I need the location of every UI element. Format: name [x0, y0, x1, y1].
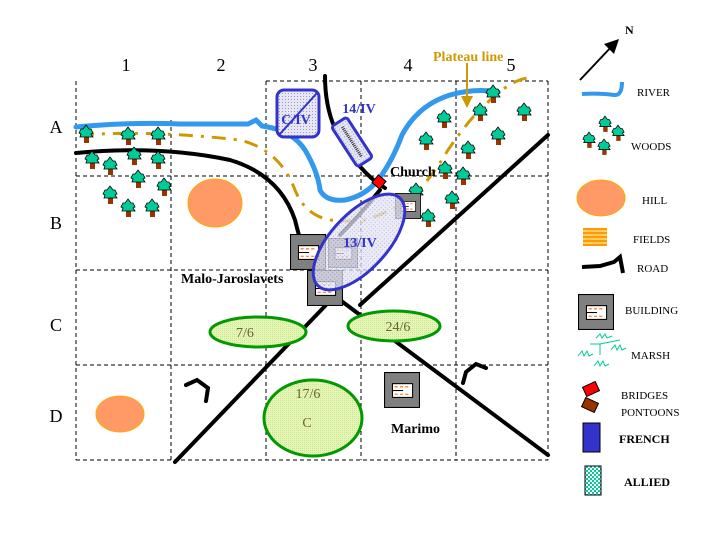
column-labels: 1 2 3 4 5 — [122, 55, 516, 75]
river — [73, 88, 501, 203]
legend-bridge-icon — [581, 380, 601, 398]
svg-text:C/IV: C/IV — [281, 113, 311, 128]
church-label: Church — [390, 165, 436, 180]
hill — [95, 395, 145, 433]
row-label: A — [50, 117, 63, 137]
legend-label: BUILDING — [625, 305, 678, 317]
north-arrow-icon — [579, 44, 614, 81]
plateau-arrowhead-icon — [461, 96, 473, 108]
bridge-icon — [371, 174, 387, 190]
french-unit-13iv[interactable]: 13/IV — [298, 179, 421, 305]
column-label: 5 — [507, 55, 516, 75]
legend-label: BRIDGES — [621, 390, 668, 402]
legend-road-icon — [581, 253, 625, 274]
legend-label: HILL — [642, 195, 667, 207]
svg-text:24/6: 24/6 — [386, 320, 411, 335]
french-unit-14iv[interactable]: 14/IV — [331, 102, 376, 168]
legend-building-icon — [578, 294, 614, 330]
hill — [187, 178, 243, 228]
north-label: N — [625, 23, 634, 37]
svg-text:14/IV: 14/IV — [342, 102, 375, 117]
legend-pontoon-icon — [580, 396, 600, 414]
allied-unit-17-6[interactable]: 17/6 C — [262, 378, 364, 458]
legend-marsh-icon — [577, 333, 627, 368]
legend-woods-icon — [582, 115, 625, 156]
legend-label: FRENCH — [619, 432, 670, 446]
legend-allied-icon — [584, 465, 602, 496]
legend-label: ALLIED — [624, 475, 670, 489]
column-label: 3 — [309, 55, 318, 75]
legend-label: WOODS — [631, 141, 671, 153]
allied-unit-24-6[interactable]: 24/6 — [346, 309, 442, 343]
column-label: 2 — [217, 55, 226, 75]
plateau-line — [79, 76, 529, 223]
svg-text:13/IV: 13/IV — [343, 236, 376, 251]
legend-label: MARSH — [631, 350, 670, 362]
legend-river-icon — [581, 81, 624, 98]
row-label: D — [50, 406, 63, 426]
legend-label: FIELDS — [633, 234, 670, 246]
row-labels: A B C D — [50, 117, 63, 426]
legend: N RIVER WOODS HILL FIELDS ROAD BUILDING — [576, 23, 679, 496]
column-label: 1 — [122, 55, 131, 75]
town-label: Malo-Jaroslavets — [181, 272, 284, 287]
building-icon — [384, 372, 420, 408]
svg-text:C: C — [302, 416, 311, 431]
legend-label: RIVER — [637, 87, 671, 99]
grid — [75, 80, 549, 461]
french-unit-civ[interactable]: C/IV — [275, 88, 321, 139]
plateau-line-label: Plateau line — [433, 50, 503, 65]
legend-hill-icon — [576, 179, 626, 217]
north-arrowhead-icon — [604, 39, 619, 54]
row-label: C — [50, 315, 62, 335]
legend-french-icon — [582, 422, 601, 453]
allied-unit-7-6[interactable]: 7/6 — [208, 315, 308, 349]
legend-fields-icon — [583, 228, 607, 246]
column-label: 4 — [404, 55, 413, 75]
row-label: B — [50, 213, 62, 233]
svg-text:7/6: 7/6 — [236, 326, 254, 341]
legend-label: ROAD — [637, 263, 668, 275]
village-label: Marimo — [391, 422, 440, 437]
svg-text:17/6: 17/6 — [296, 387, 321, 402]
legend-label: PONTOONS — [621, 407, 679, 419]
